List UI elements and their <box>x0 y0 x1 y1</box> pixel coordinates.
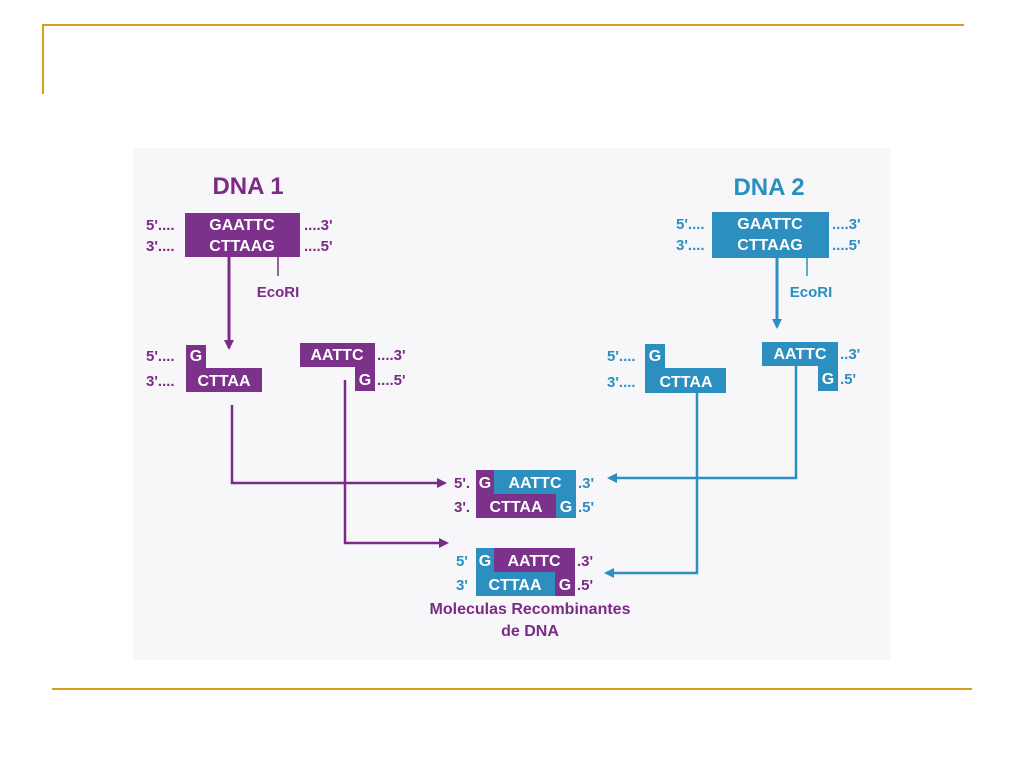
dna2-frag-right-bottom-right: .5' <box>840 371 856 388</box>
dna2-seq-block <box>712 212 829 258</box>
dna2-left-to-recomb2-arrow <box>604 393 699 578</box>
recomb2-top-left: 5' <box>456 553 468 570</box>
dna2-bottom-right: ....5' <box>832 237 861 254</box>
dna2-frag-left-top-left: 5'.... <box>607 348 636 365</box>
dna1-frag-right-g <box>355 367 375 391</box>
recomb2-top-g-block <box>476 548 494 572</box>
dna1-left-to-recomb1-arrow <box>230 405 447 488</box>
dna1-frag-right-top-right: ....3' <box>377 347 406 364</box>
dna1-bottom-left: 3'.... <box>146 238 175 255</box>
recomb1-top-g-block <box>476 470 494 494</box>
dna1-bottom-right: ....5' <box>304 238 333 255</box>
dna1-frag-left-bottom-left: 3'.... <box>146 373 175 390</box>
dna1-bottom-seq: CTTAAG <box>209 238 274 255</box>
dna2-frag-right-bottom-seq: G <box>822 371 834 388</box>
top-left-rule <box>42 24 44 94</box>
recomb1-bottom-left: 3'. <box>454 499 470 516</box>
dna2-frag-left-bottom-seq: CTTAA <box>659 374 712 391</box>
dna1-frag-right-top-seq: AATTC <box>310 347 363 364</box>
dna2-title: DNA 2 <box>733 174 804 201</box>
dna2-frag-right-aattc <box>762 342 838 366</box>
recomb1-top-right: .3' <box>578 475 594 492</box>
dna2-frag-left-top-seq: G <box>649 348 661 365</box>
recomb2-bottom-right: .5' <box>577 577 593 594</box>
recomb1-bottom-cttaa-block <box>476 494 556 518</box>
caption-line2: de DNA <box>501 623 559 640</box>
dna1-right-to-recomb2-arrow <box>343 380 449 548</box>
caption-line1: Moleculas Recombinantes <box>430 601 631 618</box>
recomb2-top-aattc-block <box>494 548 575 572</box>
recomb2-bottom-left: 3' <box>456 577 468 594</box>
dna1-seq-block <box>185 213 300 257</box>
dna2-bottom-left: 3'.... <box>676 237 705 254</box>
recomb1-bottom-g-block <box>556 494 576 518</box>
recomb2-bottom-g-block <box>555 572 575 596</box>
recomb2-top-right: .3' <box>577 553 593 570</box>
dna1-frag-right-bottom-right: ....5' <box>377 372 406 389</box>
dna1-frag-left-cttaa <box>186 368 262 392</box>
dna1-frag-left-top-left: 5'.... <box>146 348 175 365</box>
dna2-top-left: 5'.... <box>676 216 705 233</box>
dna2-frag-right-g <box>818 366 838 391</box>
recomb1-top-a: G <box>479 475 491 492</box>
dna1-frag-right-bottom-seq: G <box>359 372 371 389</box>
dna2-right-to-recomb1-arrow <box>607 366 798 483</box>
top-rule <box>42 24 964 26</box>
dna2-frag-right-top-seq: AATTC <box>773 346 826 363</box>
recomb2-bottom-a: CTTAA <box>488 577 541 594</box>
dna2-frag-left-cttaa <box>645 368 726 393</box>
recomb2-top-a: G <box>479 553 491 570</box>
dna1-enzyme-label: EcoRI <box>257 284 300 301</box>
recomb1-bottom-right: .5' <box>578 499 594 516</box>
recomb2-bottom-b: G <box>559 577 571 594</box>
dna1-title: DNA 1 <box>212 173 283 200</box>
dna2-frag-left-g <box>645 344 665 368</box>
recomb1-bottom-b: G <box>560 499 572 516</box>
dna2-frag-left-bottom-left: 3'.... <box>607 374 636 391</box>
recomb2-bottom-cttaa-block <box>476 572 555 596</box>
dna2-bottom-seq: CTTAAG <box>737 237 802 254</box>
dna2-top-right: ....3' <box>832 216 861 233</box>
dna1-frag-right-aattc <box>300 343 375 367</box>
dna1-top-seq: GAATTC <box>209 217 275 234</box>
recomb2-top-b: AATTC <box>507 553 560 570</box>
dna1-top-left: 5'.... <box>146 217 175 234</box>
dna1-top-right: ....3' <box>304 217 333 234</box>
recomb1-top-aattc-block <box>494 470 576 494</box>
dna1-frag-left-top-seq: G <box>190 348 202 365</box>
bottom-rule <box>52 688 972 690</box>
dna2-frag-right-top-right: ..3' <box>840 346 860 363</box>
dna2-enzyme-label: EcoRI <box>790 284 833 301</box>
dna1-frag-left-bottom-seq: CTTAA <box>197 373 250 390</box>
dna2-top-seq: GAATTC <box>737 216 803 233</box>
dna1-frag-left-g <box>186 345 206 368</box>
recomb1-top-b: AATTC <box>508 475 561 492</box>
recomb1-top-left: 5'. <box>454 475 470 492</box>
recomb1-bottom-a: CTTAA <box>489 499 542 516</box>
